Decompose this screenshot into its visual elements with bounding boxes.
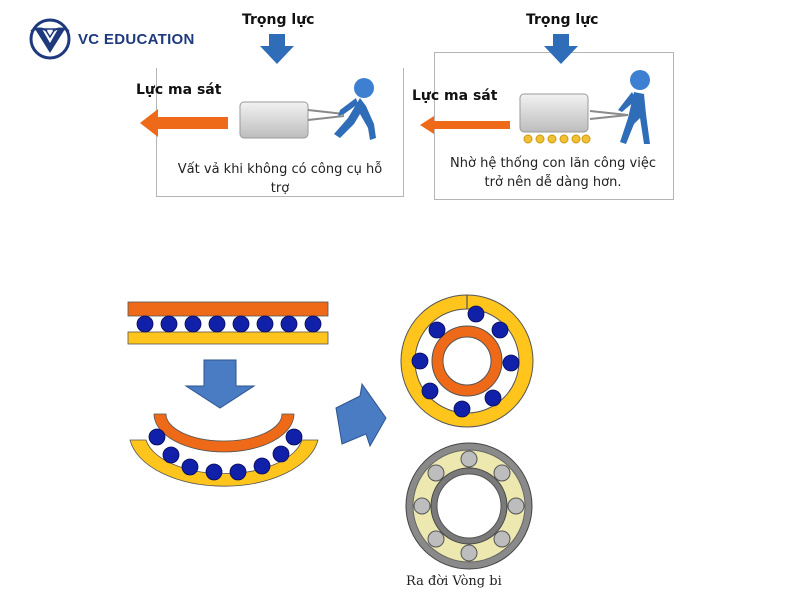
vc-shield-icon bbox=[29, 18, 71, 60]
down-arrow-icon bbox=[260, 34, 294, 64]
right-arrow-icon bbox=[335, 382, 387, 448]
down-arrow-icon bbox=[544, 34, 578, 64]
panel-with-rollers: Trọng lực Lực ma sát Nhờ hệ thống con lă… bbox=[410, 8, 680, 200]
gravity-label: Trọng lực bbox=[526, 12, 599, 28]
rope-line bbox=[589, 110, 629, 120]
panel-caption: Nhờ hệ thống con lăn công việc trở nên d… bbox=[450, 156, 656, 190]
gravity-label: Trọng lực bbox=[242, 12, 315, 28]
pulling-person-icon bbox=[618, 70, 650, 144]
rope-line bbox=[307, 109, 345, 121]
brand-logo: VC EDUCATION bbox=[28, 14, 238, 64]
panel-caption: Vất vả khi không có công cụ hỗ trợ bbox=[177, 162, 383, 196]
friction-label: Lực ma sát bbox=[136, 82, 222, 98]
panel-without-tools: Trọng lực Lực ma sát Vất vả khi không có… bbox=[130, 8, 404, 200]
friction-label: Lực ma sát bbox=[412, 88, 498, 104]
left-arrow-icon bbox=[140, 109, 228, 137]
bearing-cross-section bbox=[400, 294, 534, 428]
brand-name: VC EDUCATION bbox=[78, 30, 195, 48]
curved-roller-strip bbox=[129, 413, 319, 487]
box-on-rollers-icon bbox=[519, 93, 591, 144]
pushing-person-icon bbox=[334, 78, 376, 140]
down-arrow-icon bbox=[184, 359, 256, 409]
result-label: Ra đời Vòng bi bbox=[406, 574, 502, 589]
left-arrow-icon bbox=[420, 116, 510, 134]
ball-bearing-photo bbox=[405, 442, 533, 570]
flat-roller-strip bbox=[127, 301, 329, 345]
